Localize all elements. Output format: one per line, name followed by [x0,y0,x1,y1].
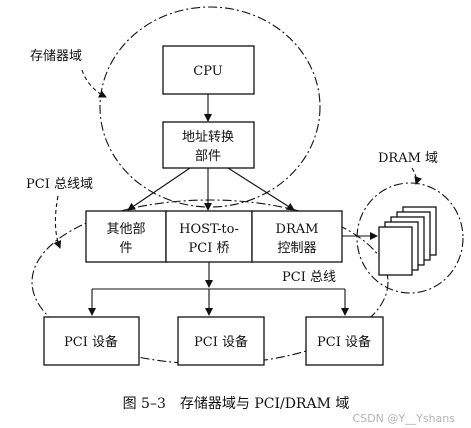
addr-to-dramctl-arrow [227,167,295,211]
dram-controller-label-1: DRAM [276,222,319,237]
memory-domain-leader [81,69,107,98]
memory-domain-ellipse [99,6,321,208]
pci-device-1-box [43,316,140,366]
watermark-text: CSDN @Y__Yshans [353,412,456,425]
pci-domain-leader [53,195,62,249]
figure-caption: 图 5–3 存储器域与 PCI/DRAM 域 [123,396,350,412]
pci-device-3-box [305,316,384,366]
pci-bus-label: PCI 总线 [282,270,336,285]
dram-controller-box [251,210,343,263]
addr-translation-label-2: 部件 [195,149,221,164]
dram-domain-leader [411,167,423,185]
dram-domain-ellipse [356,182,464,294]
host-to-pci-bridge-label-1: HOST-to- [179,222,239,237]
other-components-label-2: 件 [119,241,132,256]
addr-translation-label-1: 地址转换 [182,130,234,145]
other-components-box [85,210,167,263]
memory-domain-label: 存储器域 [30,49,82,64]
pci-device-2-label: PCI 设备 [194,334,248,350]
cpu-label: CPU [193,64,222,79]
addr-to-other-arrow [127,167,191,211]
pci-device-1-label: PCI 设备 [64,334,118,350]
pci-domain-label: PCI 总线域 [26,177,93,192]
cpu-box [162,45,255,95]
dram-modules-stack [378,206,437,276]
host-to-pci-bridge-label-2: PCI 桥 [189,241,230,256]
other-components-label-1: 其他部 [106,222,145,237]
pci-device-3-label: PCI 设备 [317,334,371,350]
dram-domain-label: DRAM 域 [378,151,438,166]
pci-device-2-box [177,316,265,366]
dram-controller-label-2: 控制器 [277,241,316,256]
